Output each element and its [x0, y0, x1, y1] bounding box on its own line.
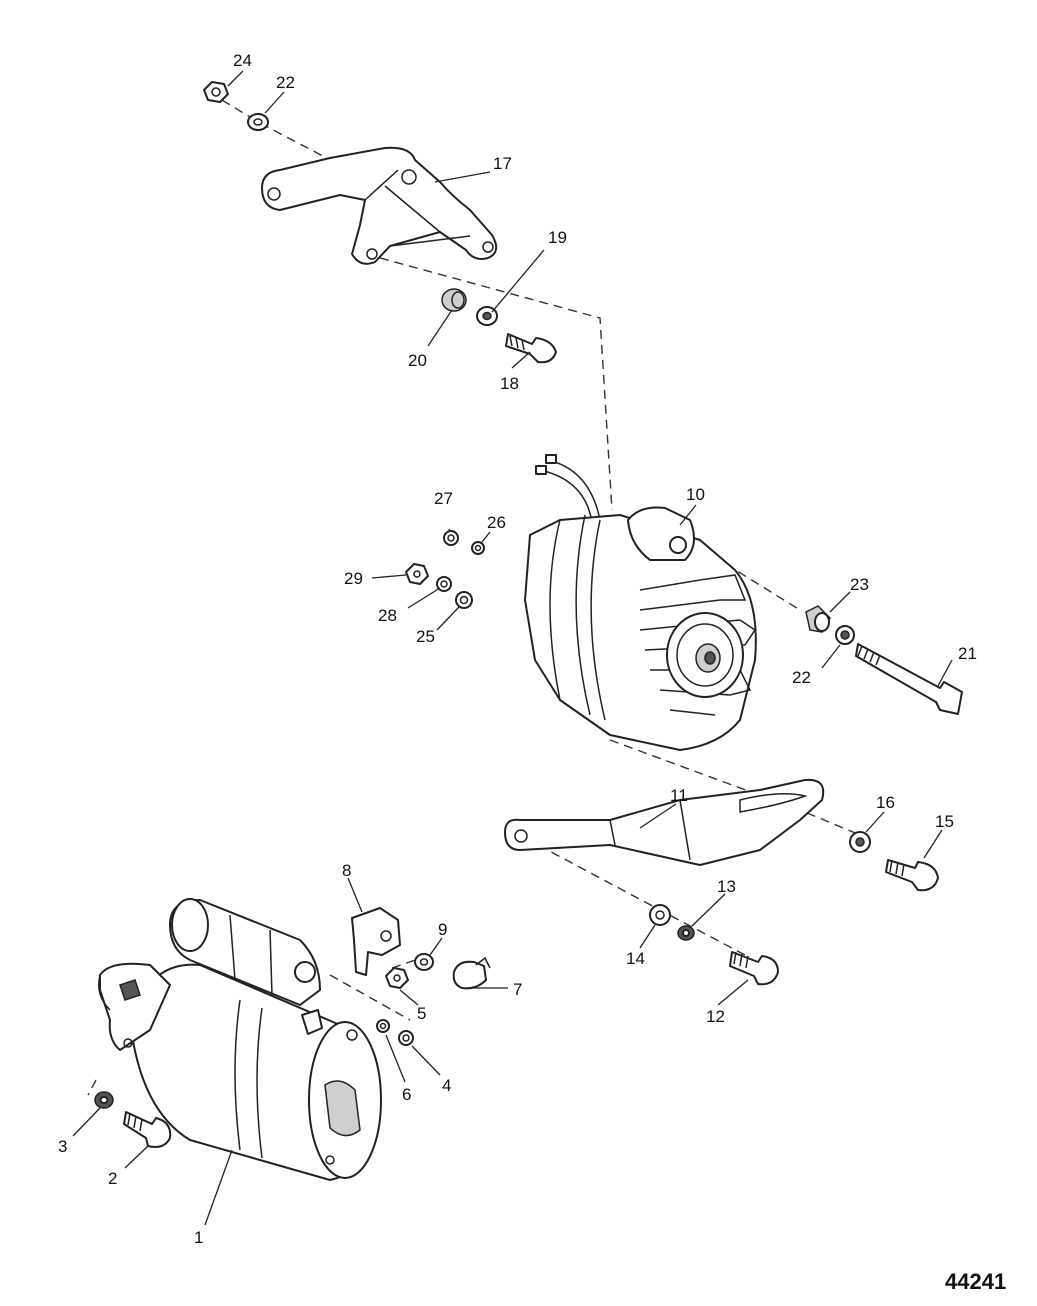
callout-25: 25: [416, 627, 435, 646]
lock-washer-13: [677, 925, 695, 941]
spacer-20: [441, 288, 467, 312]
nut-9: [414, 953, 434, 971]
callout-2: 2: [108, 1169, 117, 1188]
callout-3: 3: [58, 1137, 67, 1156]
callout-29: 29: [344, 569, 363, 588]
terminal-cover-8: [351, 907, 401, 976]
callout-21: 21: [958, 644, 977, 663]
washer-22-top: [247, 113, 269, 131]
figure-id: 44241: [945, 1269, 1006, 1294]
washer-6: [376, 1019, 390, 1033]
alternator-10: [524, 454, 757, 751]
nut-27: [443, 530, 459, 546]
bolt-2: [123, 1111, 172, 1148]
callout-14: 14: [626, 949, 645, 968]
callout-6: 6: [402, 1085, 411, 1104]
callout-10: 10: [686, 485, 705, 504]
leader-lines: [72, 70, 953, 1226]
mounting-bracket-17: [261, 146, 498, 265]
washer-25: [455, 591, 473, 609]
washer-22-right: [835, 625, 855, 645]
callout-26: 26: [487, 513, 506, 532]
callout-20: 20: [408, 351, 427, 370]
nut-26: [471, 541, 485, 555]
nut-5: [385, 967, 409, 989]
callout-1: 1: [194, 1228, 203, 1247]
callout-12: 12: [706, 1007, 725, 1026]
nut-29: [405, 563, 429, 585]
callout-18: 18: [500, 374, 519, 393]
callout-8: 8: [342, 861, 351, 880]
callout-11: 11: [670, 786, 688, 805]
callout-28: 28: [378, 606, 397, 625]
callout-27: 27: [434, 489, 453, 508]
callout-5: 5: [417, 1004, 426, 1023]
callout-16: 16: [876, 793, 895, 812]
nut-4: [398, 1030, 414, 1046]
washer-16: [849, 831, 871, 853]
callout-labels: 1 2 3 4 5 6 7 8 9 10 11 12 13 14 15 16 1…: [58, 51, 977, 1247]
callout-24: 24: [233, 51, 252, 70]
starter-motor-1: [98, 898, 382, 1181]
spacer-23: [805, 605, 831, 633]
terminal-boot-7: [452, 956, 491, 990]
washer-28: [436, 576, 452, 592]
callout-22-top: 22: [276, 73, 295, 92]
callout-15: 15: [935, 812, 954, 831]
bolt-18: [505, 333, 557, 364]
callout-4: 4: [442, 1076, 451, 1095]
washer-3: [94, 1091, 114, 1109]
bolt-21: [855, 643, 963, 715]
washer-14: [649, 904, 671, 926]
callout-13: 13: [717, 877, 736, 896]
callout-9: 9: [438, 920, 447, 939]
bolt-15: [885, 859, 939, 892]
callout-22-right: 22: [792, 668, 811, 687]
bolt-12: [729, 951, 779, 986]
callout-23: 23: [850, 575, 869, 594]
callout-17: 17: [493, 154, 512, 173]
adjusting-arm-11: [504, 778, 825, 866]
callout-7: 7: [513, 980, 522, 999]
alternator-pulley: [666, 612, 744, 698]
nut-24: [203, 81, 229, 103]
callout-19: 19: [548, 228, 567, 247]
